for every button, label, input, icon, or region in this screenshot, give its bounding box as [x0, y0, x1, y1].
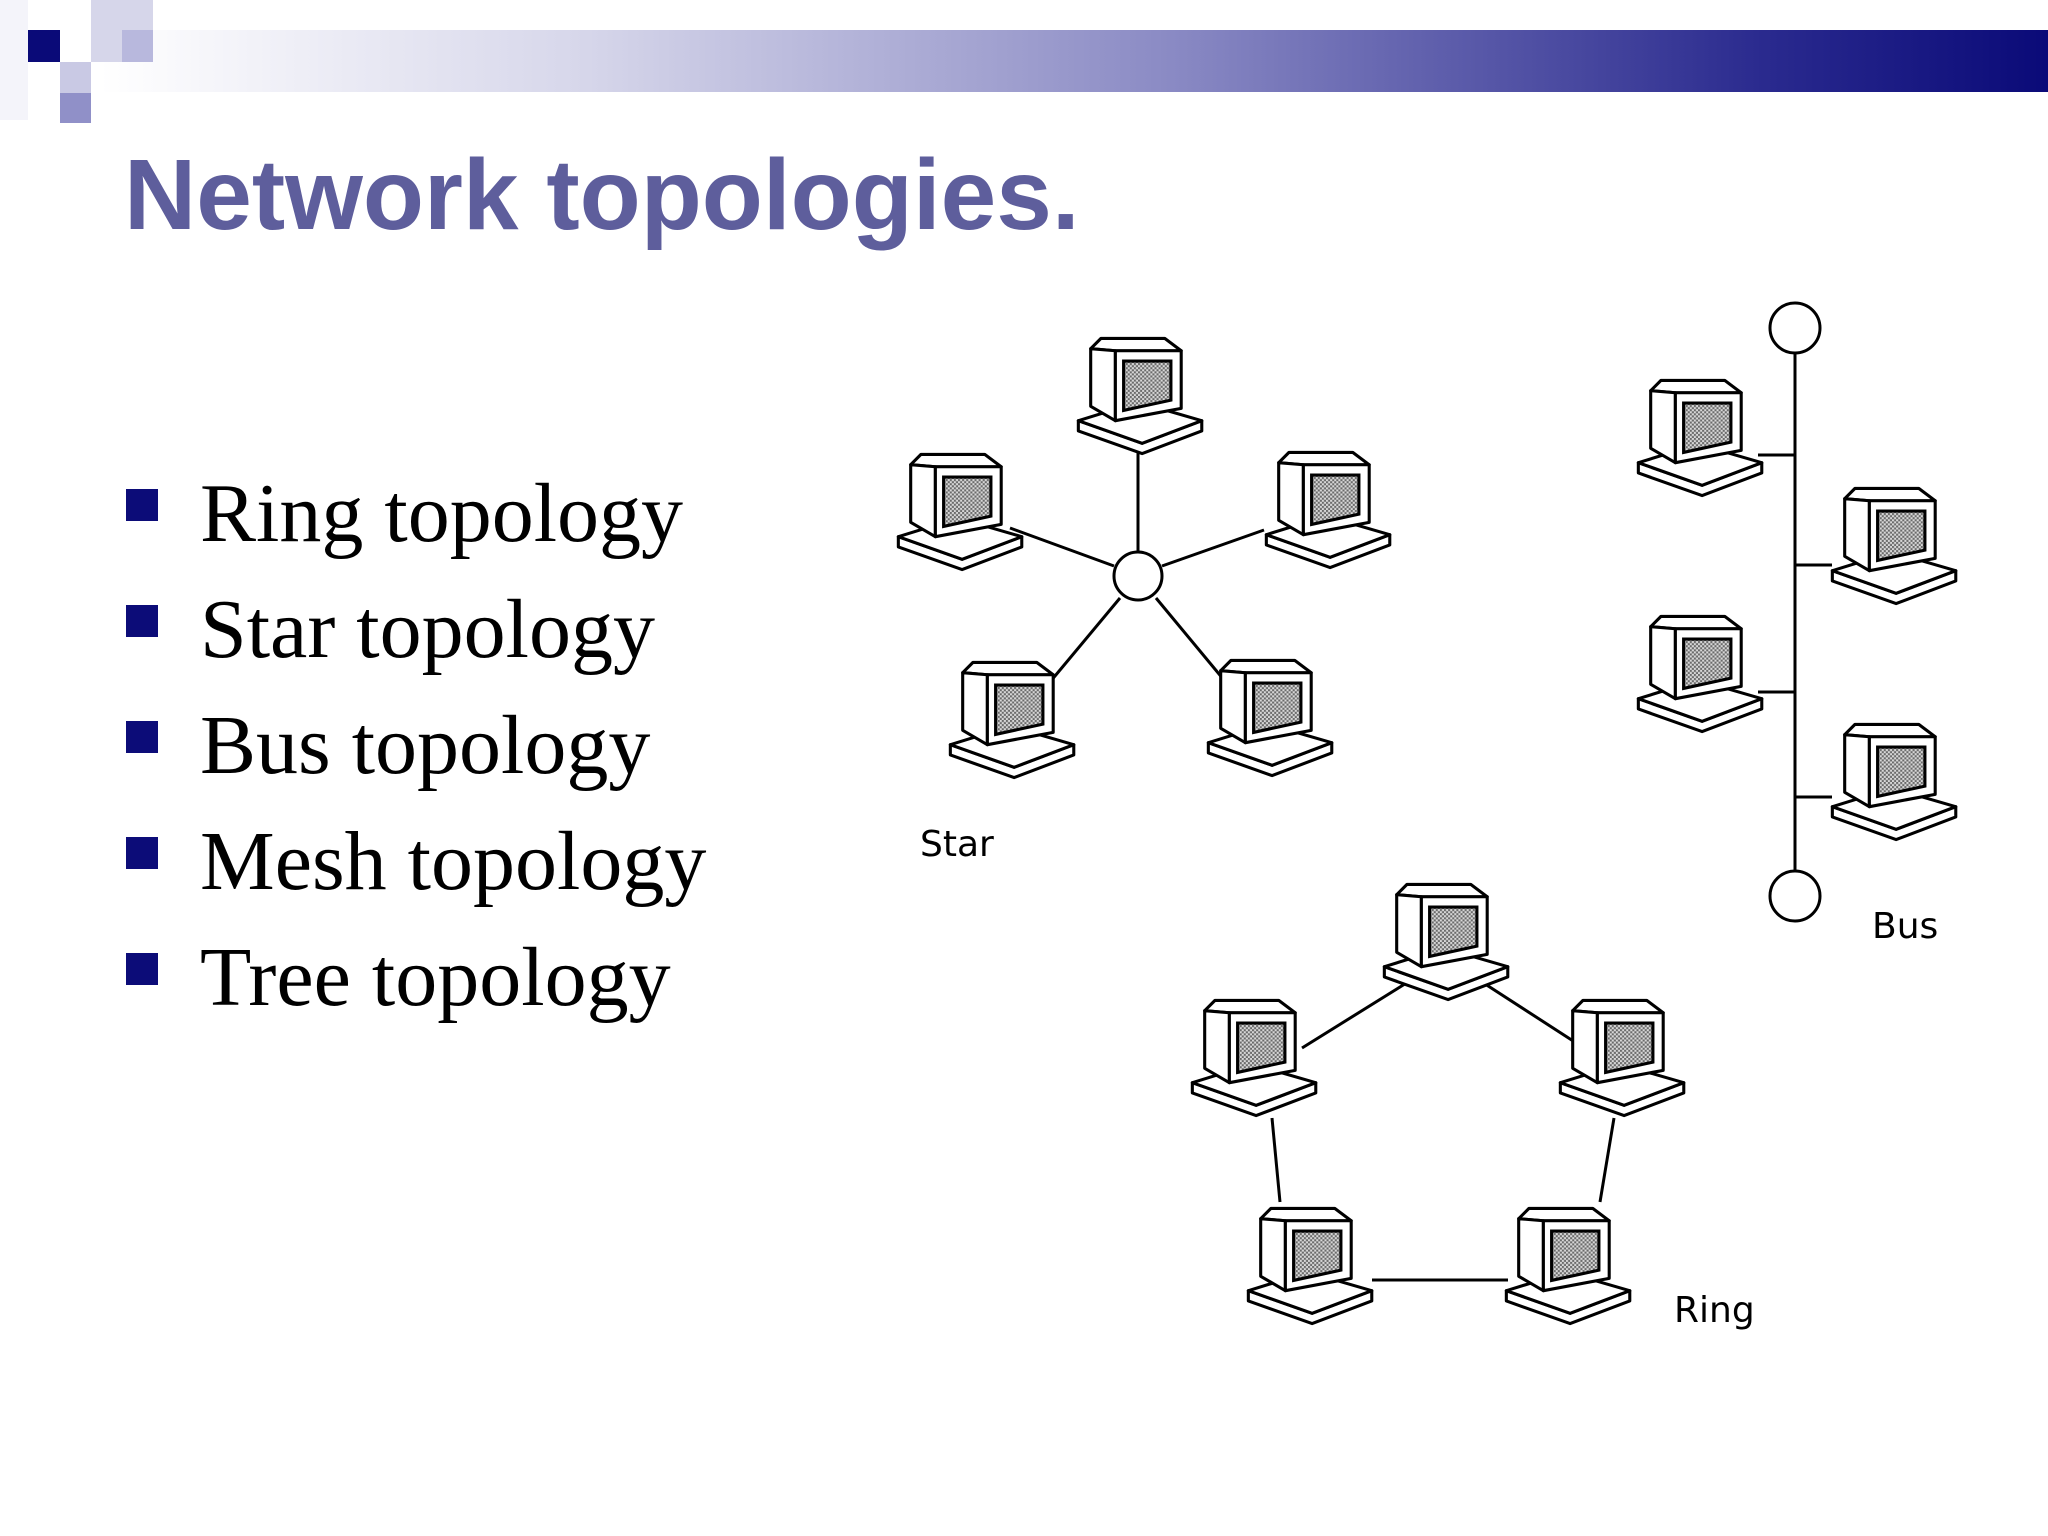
computer-icon	[1558, 998, 1686, 1118]
computer-icon	[948, 660, 1076, 780]
computer-icon	[1382, 882, 1510, 1002]
ring-link	[1481, 980, 1585, 1050]
computer-icon	[1504, 1206, 1632, 1326]
ring-link	[1598, 1117, 1616, 1203]
computer-icon	[896, 452, 1024, 572]
bus-terminator	[1768, 301, 1822, 355]
bullet-label: Tree topology	[200, 930, 671, 1024]
list-item: Mesh topology	[126, 803, 706, 919]
header-deco-square	[28, 30, 60, 62]
computer-icon	[1264, 450, 1392, 570]
square-bullet-icon	[126, 605, 158, 637]
list-item: Bus topology	[126, 687, 706, 803]
bus-topology: Bus	[1636, 301, 1958, 947]
computer-icon	[1636, 378, 1764, 498]
square-bullet-icon	[126, 489, 158, 521]
bullet-label: Mesh topology	[200, 814, 707, 908]
star-link	[1048, 597, 1122, 683]
computer-icon	[1830, 486, 1958, 606]
computer-icon	[1636, 614, 1764, 734]
header-gradient-band	[100, 30, 2048, 92]
computer-icon	[1246, 1206, 1374, 1326]
computer-icon	[1206, 658, 1334, 778]
list-item: Star topology	[126, 571, 706, 687]
header-deco-square	[122, 30, 153, 62]
star-topology: Star	[896, 336, 1392, 865]
star-label: Star	[920, 824, 994, 865]
ring-link	[1270, 1117, 1282, 1203]
square-bullet-icon	[126, 837, 158, 869]
bullet-label: Bus topology	[200, 698, 651, 792]
bus-terminator	[1768, 869, 1822, 923]
computer-icon	[1190, 998, 1318, 1118]
list-item: Ring topology	[126, 455, 706, 571]
header-deco-square	[60, 93, 91, 123]
square-bullet-icon	[126, 953, 158, 985]
list-item: Tree topology	[126, 919, 706, 1035]
header-deco-square	[0, 0, 28, 120]
computer-icon	[1830, 722, 1958, 842]
computer-icon	[1076, 336, 1204, 456]
star-hub	[1112, 550, 1164, 602]
topology-bullet-list: Ring topology Star topology Bus topology…	[126, 455, 706, 1035]
ring-label: Ring	[1674, 1290, 1755, 1331]
star-link	[1009, 526, 1115, 568]
ring-topology: Ring	[1190, 882, 1755, 1331]
star-link	[1161, 528, 1265, 568]
bullet-label: Star topology	[200, 582, 655, 676]
square-bullet-icon	[126, 721, 158, 753]
page-title: Network topologies.	[124, 139, 1080, 251]
bus-label: Bus	[1872, 906, 1938, 947]
ring-link	[1301, 980, 1409, 1050]
header-deco-square	[60, 62, 91, 93]
star-link	[1154, 597, 1226, 681]
bullet-label: Ring topology	[200, 466, 684, 560]
